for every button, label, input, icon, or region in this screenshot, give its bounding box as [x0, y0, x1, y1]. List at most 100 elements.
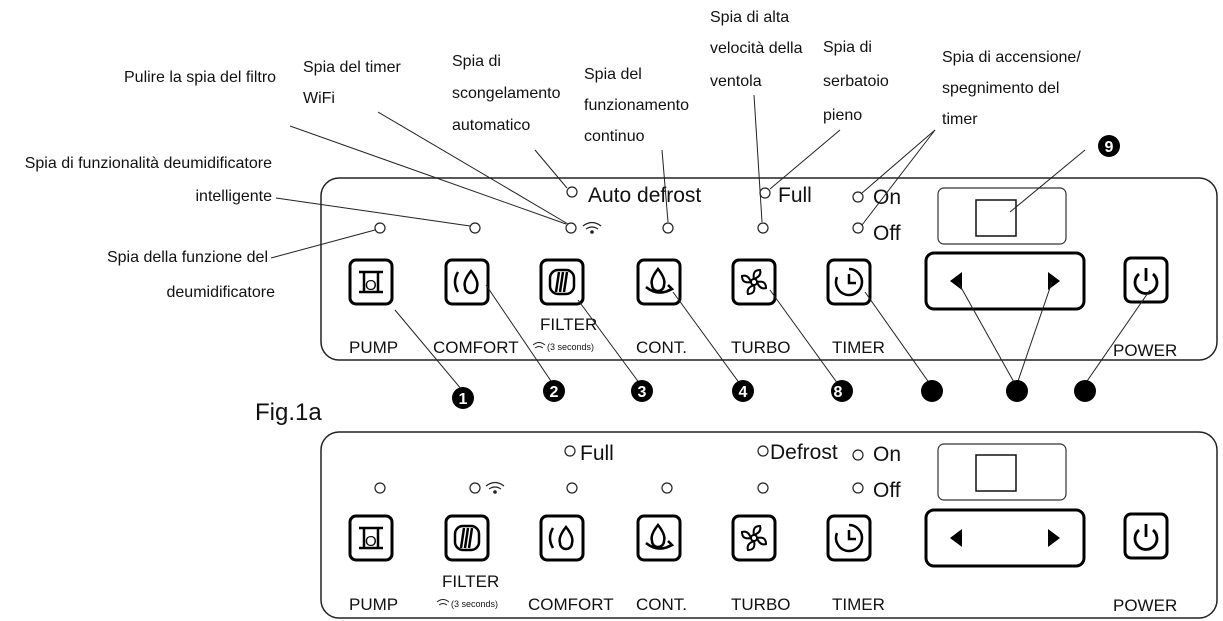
badge-4	[732, 380, 754, 402]
power-button-b[interactable]	[1123, 512, 1169, 560]
full-label: Full	[778, 184, 812, 207]
filter-button[interactable]	[539, 258, 585, 306]
timer-label-b: TIMER	[832, 595, 885, 614]
continuous-icon	[645, 522, 675, 550]
leader-lines	[270, 94, 1151, 391]
turbo-label-b: TURBO	[731, 595, 791, 614]
callout-high-fan: Spia di alta	[710, 9, 789, 26]
panel-b-outline	[320, 431, 1218, 619]
wifi-icon	[485, 481, 505, 494]
cont-label: CONT.	[636, 338, 687, 357]
comfort-button[interactable]	[444, 258, 490, 306]
callout-defrost-3: automatico	[452, 117, 530, 134]
svg-text:8: 8	[834, 384, 843, 401]
left-arrow-icon[interactable]	[950, 529, 962, 547]
callout-smart: Spia di funzionalità deumidificatore	[25, 155, 272, 172]
callout-clean-filter: Pulire la spia del filtro	[124, 69, 276, 86]
callout-texts: Spia della funzione del deumidificatore …	[25, 9, 1082, 301]
svg-text:4: 4	[739, 384, 748, 401]
display-screen-b	[975, 454, 1017, 492]
timer-label: TIMER	[832, 338, 885, 357]
power-label-b: POWER	[1113, 596, 1177, 615]
badge-6	[921, 380, 943, 402]
turbo-button-b[interactable]	[731, 514, 777, 562]
badge-2	[543, 380, 565, 402]
turbo-label: TURBO	[731, 338, 791, 357]
comfort-label-b: COMFORT	[528, 595, 614, 614]
pump-icon: O	[359, 270, 383, 294]
full-label-b: Full	[580, 442, 614, 465]
callout-timer-onoff-3: timer	[942, 111, 978, 128]
pump-label-b: PUMP	[349, 595, 398, 614]
wifi-icon	[582, 221, 602, 234]
continuous-icon	[645, 266, 675, 294]
timer-button-b[interactable]	[826, 514, 872, 562]
on-label: On	[873, 186, 901, 209]
display-screen	[975, 199, 1017, 237]
svg-text:O: O	[365, 277, 377, 294]
comfort-icon	[453, 268, 479, 295]
timer-button[interactable]	[826, 258, 872, 306]
comfort-icon	[548, 524, 574, 551]
off-label-b: Off	[873, 479, 901, 502]
svg-text:3: 3	[638, 384, 647, 401]
svg-text:O: O	[365, 533, 377, 550]
timer-icon	[834, 523, 864, 553]
cont-button[interactable]	[636, 258, 682, 306]
panel-a-outline	[320, 177, 1218, 361]
callout-timer-onoff-2: spegnimento del	[942, 80, 1059, 97]
off-label: Off	[873, 222, 901, 245]
power-button[interactable]	[1123, 256, 1169, 304]
callout-defrost-2: scongelamento	[452, 85, 561, 102]
filter-icon	[453, 524, 481, 552]
filter-sub-label: (3 seconds)	[547, 342, 594, 352]
svg-text:1: 1	[459, 391, 468, 408]
filter-sub-label-b: (3 seconds)	[451, 599, 498, 609]
pump-label: PUMP	[349, 338, 398, 357]
cont-button-b[interactable]	[636, 514, 682, 562]
svg-text:2: 2	[550, 384, 559, 401]
panel-a-leds	[374, 186, 864, 234]
arrow-button-group-b[interactable]	[924, 508, 1086, 568]
fan-icon	[740, 524, 768, 552]
callout-humidity: Spia della funzione del	[107, 249, 268, 266]
callout-wifi-timer-2: WiFi	[303, 90, 335, 107]
svg-text:9: 9	[1105, 139, 1114, 156]
filter-icon	[548, 268, 576, 296]
callout-tank-full-2: serbatoio	[823, 73, 889, 90]
badge-1	[452, 387, 474, 409]
pump-button-b[interactable]: O	[348, 514, 394, 562]
left-arrow-icon[interactable]	[950, 272, 962, 290]
turbo-button[interactable]	[731, 258, 777, 306]
callout-tank-full-3: pieno	[823, 107, 862, 124]
badge-8	[831, 380, 853, 402]
pump-button[interactable]: O	[348, 258, 394, 306]
filter-button-b[interactable]	[444, 514, 490, 562]
badge-7	[1006, 380, 1028, 402]
panel-b-leds	[374, 445, 864, 494]
wifi-icon	[436, 599, 450, 606]
auto-defrost-label: Auto defrost	[588, 184, 701, 207]
filter-label: FILTER	[540, 315, 597, 334]
pump-icon: O	[359, 526, 383, 550]
badge-8b	[1074, 380, 1096, 402]
figure-label: Fig.1a	[255, 399, 322, 426]
power-label: POWER	[1113, 341, 1177, 360]
callout-continuous: Spia del	[584, 66, 642, 83]
power-icon	[1133, 268, 1159, 295]
callout-tank-full: Spia di	[823, 39, 872, 56]
callout-high-fan-3: ventola	[710, 73, 762, 90]
wifi-icon	[532, 342, 546, 349]
right-arrow-icon[interactable]	[1048, 529, 1060, 547]
comfort-label: COMFORT	[433, 338, 519, 357]
arrow-button-group[interactable]	[924, 251, 1086, 311]
power-icon	[1133, 524, 1159, 551]
callout-smart-2: intelligente	[196, 188, 273, 205]
callout-continuous-2: funzionamento	[584, 97, 689, 114]
timer-icon	[834, 267, 864, 297]
callout-timer-onoff: Spia di accensione/	[942, 49, 1081, 66]
number-badges: 1 2 3 4 8 9	[452, 135, 1120, 409]
defrost-label-b: Defrost	[770, 441, 838, 464]
comfort-button-b[interactable]	[539, 514, 585, 562]
